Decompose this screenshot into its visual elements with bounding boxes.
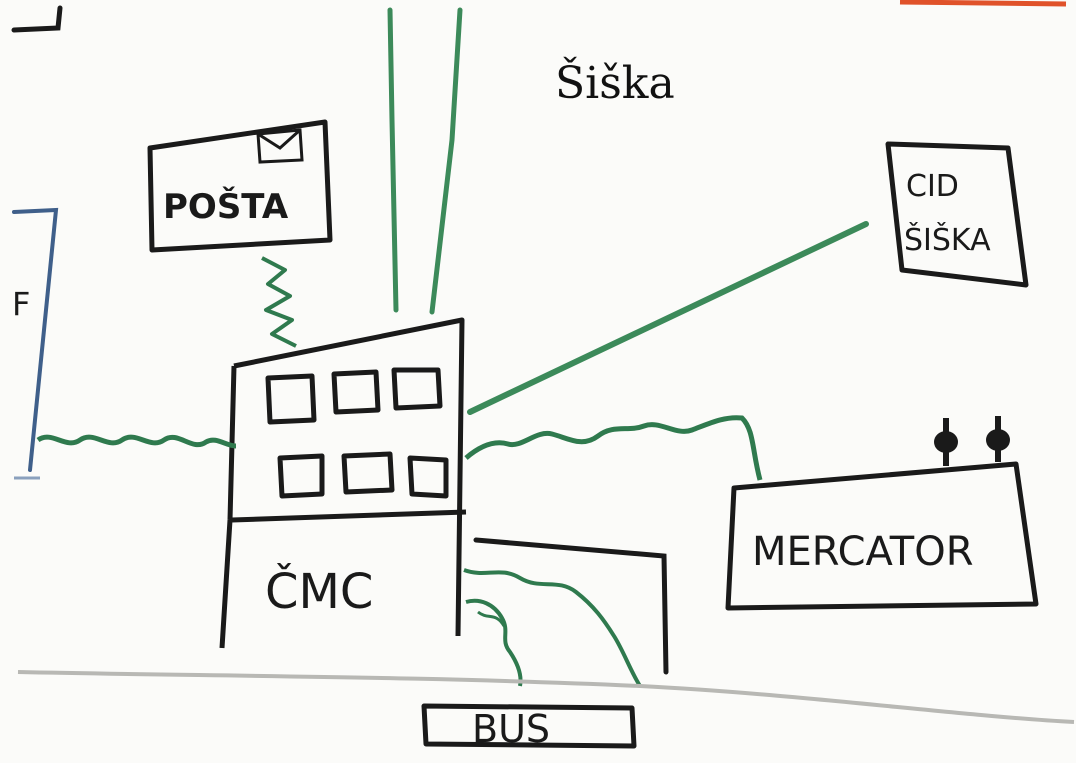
posta-label: POŠTA [163, 186, 289, 227]
cmc-floor-divider [231, 509, 467, 523]
cmc-label: ČMC [265, 563, 373, 620]
mercator-building: MERCATOR [725, 416, 1039, 611]
cid-label-line2: ŠIŠKA [904, 221, 991, 258]
window [391, 367, 443, 411]
bus-label: BUS [472, 707, 550, 751]
window [331, 369, 381, 415]
window [265, 373, 317, 425]
cid-label-line1: CID [906, 169, 959, 204]
window [277, 453, 325, 499]
cmc-windows [265, 367, 449, 499]
mercator-antenna-icons [934, 416, 1010, 466]
mercator-label: MERCATOR [752, 529, 973, 575]
bus-connector-3 [477, 610, 506, 627]
parking-bracket [473, 537, 669, 675]
window [341, 451, 395, 495]
bus-connector-1 [463, 568, 642, 688]
posta-connector [261, 256, 297, 348]
envelope-icon [256, 128, 304, 164]
left-building-outline [12, 207, 59, 472]
green-road-1 [387, 7, 399, 313]
page-title: Šiška [555, 56, 675, 109]
cid-connector [467, 221, 869, 415]
bus-connector-2 [465, 598, 523, 687]
left-building-label: F [12, 285, 30, 323]
left-wavy-connector [36, 434, 237, 449]
right-wavy-connector [464, 415, 763, 481]
cmc-building: ČMC [219, 317, 467, 649]
red-edge-mark [899, 0, 1067, 7]
bus-stop: BUS [421, 703, 637, 751]
window [407, 455, 449, 499]
green-road-2 [429, 7, 463, 315]
corner-bracket [11, 5, 63, 33]
cid-siska-building: CID ŠIŠKA [885, 141, 1029, 288]
road-line [17, 670, 1075, 724]
posta-building: POŠTA [147, 119, 333, 253]
